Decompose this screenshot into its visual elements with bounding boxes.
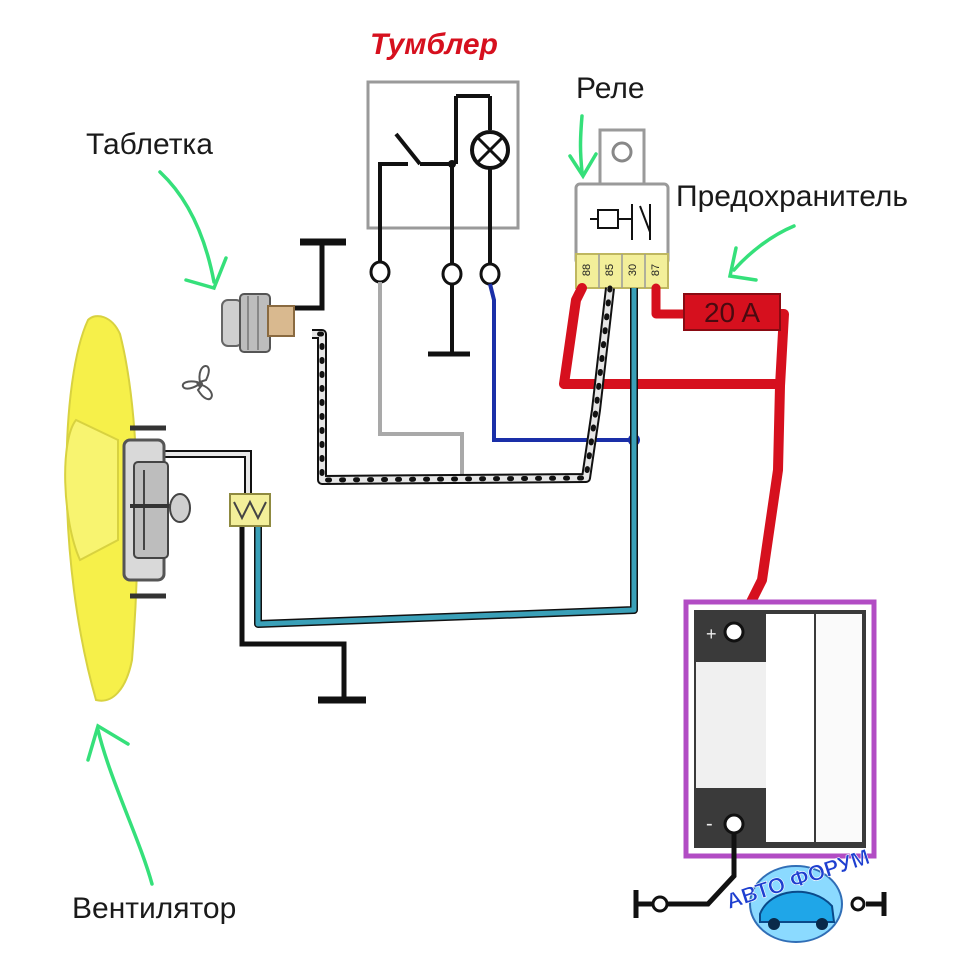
ground-icon (428, 284, 470, 357)
relay-pin-85: 85 (604, 264, 616, 276)
watermark-logo: АВТО ФОРУМ (723, 844, 873, 943)
fan-icon (181, 365, 213, 401)
blue-wire (488, 283, 634, 442)
sensor-label: Таблетка (86, 128, 213, 161)
toggle-switch-box (366, 80, 520, 286)
fan-connector (229, 493, 271, 527)
battery: + - (683, 599, 877, 859)
battery-plus-label: + (706, 624, 717, 644)
battery-minus-terminal (723, 813, 745, 835)
fan (64, 315, 191, 702)
relay-pin-30: 30 (627, 264, 639, 276)
fuse: 20 A (683, 293, 781, 331)
ground-icon (290, 238, 346, 311)
relay-label: Реле (576, 72, 645, 105)
red-wires (559, 283, 789, 641)
fuse-label: Предохранитель (676, 180, 909, 213)
fuse-rating: 20 A (704, 297, 760, 328)
temperature-sensor (221, 293, 295, 353)
toggle-title: Тумблер (370, 28, 498, 61)
lamp-icon (454, 94, 510, 268)
relay-pin-87: 87 (650, 264, 662, 276)
relay-pin-88: 88 (581, 264, 593, 276)
battery-minus-label: - (706, 813, 713, 835)
switch-icon (378, 132, 456, 168)
fan-label: Вентилятор (72, 892, 237, 925)
arrow-icon (86, 114, 796, 886)
battery-plus-terminal (723, 621, 745, 643)
relay: 88 85 30 87 (574, 128, 670, 289)
